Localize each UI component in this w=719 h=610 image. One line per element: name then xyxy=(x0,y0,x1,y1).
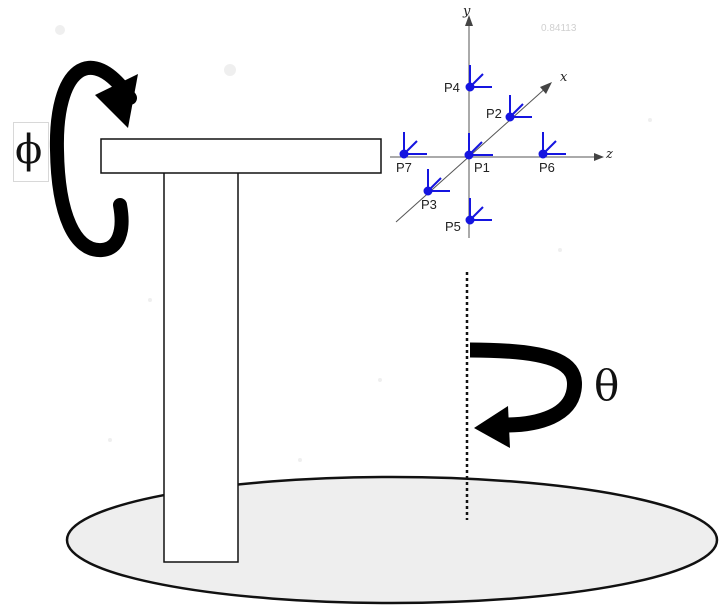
y-axis-arrowhead xyxy=(465,15,473,26)
point-markers xyxy=(399,65,566,225)
x-axis-arrowhead xyxy=(540,82,552,94)
point-label-p2: P2 xyxy=(486,106,502,121)
phi-label: ϕ xyxy=(15,127,43,173)
phi-label-frame xyxy=(13,122,49,182)
theta-label: θ xyxy=(594,361,620,410)
point-label-p3: P3 xyxy=(421,197,437,212)
marker-p7 xyxy=(399,132,427,159)
faint-readout: 0.84113 xyxy=(541,23,577,34)
z-axis-arrowhead xyxy=(594,153,604,161)
marker-p2 xyxy=(505,95,532,122)
theta-rotation-arrow xyxy=(469,342,582,448)
marker-p3 xyxy=(423,169,450,196)
marker-p4 xyxy=(465,65,492,92)
phi-rotation-arrow xyxy=(49,60,138,257)
point-label-p1: P1 xyxy=(474,160,490,175)
marker-p5 xyxy=(465,198,492,225)
z-axis-label: z xyxy=(606,147,613,162)
point-label-p7: P7 xyxy=(396,160,412,175)
point-label-p4: P4 xyxy=(444,80,460,95)
point-label-p6: P6 xyxy=(539,160,555,175)
t-stand-arm xyxy=(100,138,382,174)
marker-p1 xyxy=(464,133,493,160)
marker-p6 xyxy=(538,132,566,159)
t-stand-column xyxy=(163,171,239,563)
y-axis-label: y xyxy=(463,4,471,19)
x-axis-label: x xyxy=(560,70,568,85)
point-label-p5: P5 xyxy=(445,219,461,234)
